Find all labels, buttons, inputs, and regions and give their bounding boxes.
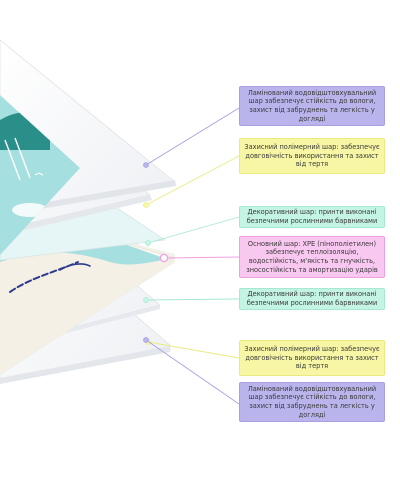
connector-lamination-top: [145, 107, 240, 166]
label-decorative-bottom: Декоративний шар: принти виконані безпеч…: [239, 288, 385, 310]
label-lamination-bottom: Ламінований водовідштовхувальний шар заб…: [239, 382, 385, 422]
connector-decorative-top: [147, 216, 240, 244]
label-lamination-top: Ламінований водовідштовхувальний шар заб…: [239, 86, 385, 126]
label-text-decorative-top: Декоративний шар: принти виконані безпеч…: [246, 208, 378, 225]
label-protective-top: Захисний полімерний шар: забезпечує довг…: [239, 138, 385, 174]
top-print-lines: [4, 137, 31, 181]
connector-lamination-bottom: [145, 339, 240, 405]
connectors: [143, 107, 240, 405]
connector-dot-decorative-top: [145, 240, 151, 246]
connector-dot-lamination-top: [143, 162, 149, 168]
label-text-decorative-bottom: Декоративний шар: принти виконані безпеч…: [246, 290, 378, 307]
connector-dot-protective-top: [143, 202, 149, 208]
label-text-protective-top: Захисний полімерний шар: забезпечує довг…: [244, 143, 380, 169]
layer-sheets: [0, 39, 176, 384]
label-text-core: Основний шар: XPE (пінополіетилен) забез…: [246, 239, 378, 274]
connector-protective-bottom: [147, 341, 240, 359]
label-protective-bottom: Захисний полімерний шар: забезпечує довг…: [239, 340, 385, 376]
connector-dot-decorative-bottom: [143, 297, 149, 303]
core-print-wave-2: [59, 263, 91, 271]
label-core: Основний шар: XPE (пінополіетилен) забез…: [239, 236, 385, 278]
top-print-bird: [34, 172, 44, 176]
label-text-protective-bottom: Захисний полімерний шар: забезпечує довг…: [244, 345, 380, 371]
sheet-lamination-bottom-edge: [0, 346, 170, 384]
label-text-lamination-bottom: Ламінований водовідштовхувальний шар заб…: [247, 384, 377, 419]
label-decorative-top: Декоративний шар: принти виконані безпеч…: [239, 206, 385, 228]
connector-protective-top: [145, 155, 240, 206]
connector-dot-core: [159, 253, 169, 263]
label-text-lamination-top: Ламінований водовідштовхувальний шар заб…: [247, 88, 377, 123]
connector-core: [163, 256, 240, 259]
connector-decorative-bottom: [145, 298, 240, 301]
connector-dot-lamination-bottom: [143, 337, 149, 343]
sheet-protective-top-edge: [0, 195, 152, 236]
